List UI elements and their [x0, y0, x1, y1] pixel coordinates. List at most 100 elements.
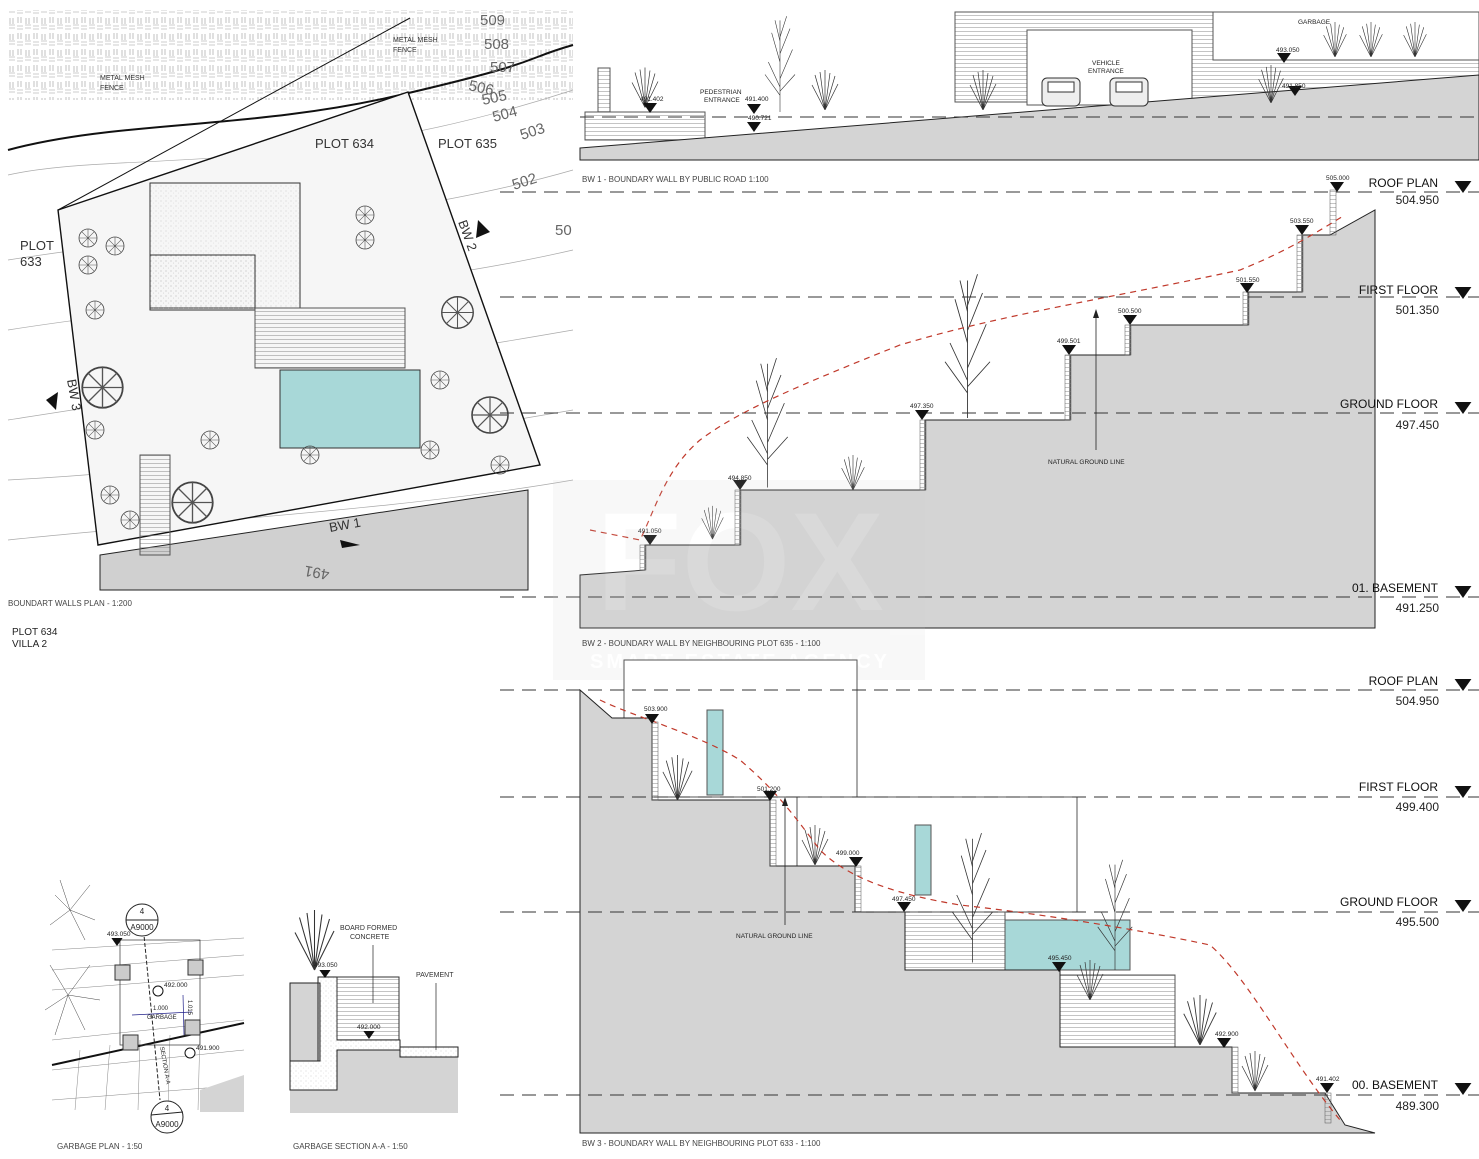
- elevation-marker: 497.450: [892, 896, 916, 912]
- pedestrian-entrance-label: ENTRANCE: [704, 97, 740, 104]
- level-value: 497.450: [1396, 418, 1440, 432]
- boundary-walls-plan: METAL MESH FENCE METAL MESH FENCE PLOT 6…: [7, 10, 574, 650]
- pavement: [399, 1046, 459, 1058]
- public-road: [99, 489, 529, 591]
- elevation-value: 501.550: [1236, 277, 1260, 284]
- concrete-label: BOARD FORMED: [340, 925, 397, 932]
- vehicle-entrance-label: ENTRANCE: [1088, 68, 1124, 75]
- contour-label: 506: [467, 77, 495, 99]
- bw2-elevation: NATURAL GROUND LINE 491.050 494.850 497.…: [500, 175, 1479, 629]
- elevation-marker: 491.050: [638, 528, 662, 545]
- plot-633-label: 633: [20, 254, 42, 269]
- road-fill: [200, 1075, 244, 1112]
- elevation-value: 492.000: [357, 1024, 381, 1031]
- stairs: [139, 454, 171, 556]
- bw3-marker-label: BW 3: [64, 378, 84, 412]
- plan-labels: METAL MESH FENCE METAL MESH FENCE PLOT 6…: [8, 12, 572, 650]
- elevation-value: 493.050: [1276, 47, 1300, 54]
- garbage-area-label: GARBAGE: [147, 1015, 177, 1021]
- natural-ground-label: NATURAL GROUND LINE: [736, 933, 813, 940]
- natural-ground-label: NATURAL GROUND LINE: [1048, 459, 1125, 466]
- elevation-marker: 490.721: [747, 115, 772, 132]
- dimension-width: 1.000: [153, 1006, 169, 1012]
- elevation-value: 493.050: [314, 962, 338, 969]
- elevation-marker: 492.000: [357, 1024, 381, 1039]
- contour-label: 50: [555, 222, 572, 239]
- shrub-plan-icon: [44, 879, 101, 1036]
- elevation-marker: 503.550: [1290, 218, 1314, 235]
- elevation-value: 491.850: [1282, 83, 1306, 90]
- plot-634-label: PLOT 634: [315, 136, 374, 151]
- level-value: 504.950: [1396, 694, 1440, 708]
- level-value: 489.300: [1396, 1099, 1440, 1113]
- watermark-logo: FOX SMART ESTATE AGENCY: [553, 480, 925, 680]
- swimming-pool: [279, 369, 421, 449]
- elevation-value: 491.402: [1316, 1076, 1340, 1083]
- section-ref-number: 4: [165, 1104, 170, 1113]
- level-name: GROUND FLOOR: [1340, 895, 1438, 909]
- planter-wall: [584, 111, 706, 141]
- elevation-value: 495.450: [1048, 955, 1072, 962]
- dimension-line: [182, 994, 185, 1036]
- elevation-marker: 493.050: [107, 931, 131, 946]
- car-icon: [1109, 77, 1149, 107]
- contour-label: 503: [518, 120, 547, 144]
- elevation-value: 491.402: [640, 96, 664, 103]
- soil-fill: [290, 1050, 458, 1113]
- contour-label: 508: [484, 36, 509, 53]
- elevation-marker: 505.000: [1326, 175, 1350, 192]
- bw3-caption: BW 3 - BOUNDARY WALL BY NEIGHBOURING PLO…: [582, 1139, 821, 1148]
- neighbour-hatch: [8, 10, 573, 100]
- bw2-caption: BW 2 - BOUNDARY WALL BY NEIGHBOURING PLO…: [582, 639, 821, 648]
- concrete-label: CONCRETE: [350, 934, 390, 941]
- contour-label: 509: [480, 12, 505, 29]
- fence-line: [7, 44, 574, 151]
- board-formed-face: [336, 976, 400, 1041]
- contour-labels: 509 508 507 506 505 504 503 502 50 491: [303, 12, 572, 583]
- level-value: 491.250: [1396, 601, 1440, 615]
- pool-deck: [254, 307, 406, 369]
- bw1-elevation: PEDESTRIAN ENTRANCE VEHICLE ENTRANCE GAR…: [579, 11, 1479, 184]
- elevation-value: 490.721: [748, 115, 772, 122]
- arrow-icon: [782, 797, 788, 806]
- spot-level-value: 492.000: [164, 982, 188, 989]
- paving-lines: [51, 937, 245, 1111]
- upper-wall: [1212, 11, 1479, 61]
- contour-label: 505: [480, 87, 508, 109]
- level-labels: ROOF PLAN 504.950 FIRST FLOOR 499.400 GR…: [1340, 674, 1472, 1113]
- section-ref-sheet: A9000: [155, 1120, 179, 1129]
- plot-633-label: PLOT: [20, 238, 54, 253]
- fence-label: METAL MESH: [393, 37, 438, 44]
- pavement-label: PAVEMENT: [416, 972, 454, 979]
- svg-text:FOX: FOX: [596, 483, 884, 640]
- section-ref-top: 4 A9000: [125, 903, 159, 937]
- elevation-marker: 499.000: [836, 850, 863, 867]
- bw1-arrow-icon: [340, 540, 360, 548]
- natural-ground-line: [589, 214, 1346, 541]
- elevation-marker: 501.200: [757, 786, 781, 801]
- fence-label: METAL MESH: [100, 75, 145, 82]
- contour-label: 504: [491, 103, 520, 126]
- boundary-line: [51, 1022, 245, 1066]
- bw2-arrow-icon: [476, 220, 490, 238]
- car-icon: [1041, 77, 1081, 107]
- contour-label: 502: [510, 170, 539, 194]
- level-value: 504.950: [1396, 193, 1440, 207]
- level-labels: ROOF PLAN 504.950 FIRST FLOOR 501.350 GR…: [1340, 176, 1472, 615]
- fence-label: FENCE: [393, 47, 417, 54]
- spot-level-icon: [184, 1047, 196, 1059]
- elevation-value: 499.501: [1057, 338, 1081, 345]
- pool-section: [1004, 919, 1131, 971]
- window: [914, 824, 932, 896]
- elevation-value: 491.400: [745, 96, 769, 103]
- dimension-line: [131, 1011, 193, 1016]
- garbage-label: GARBAGE: [1298, 19, 1331, 26]
- elevation-marker: 492.900: [1215, 1031, 1239, 1048]
- house-footprint: [149, 254, 256, 311]
- level-lines: [500, 191, 1479, 598]
- elevation-marker: 491.400: [745, 96, 769, 114]
- plan-caption: BOUNDART WALLS PLAN - 1:200: [8, 599, 132, 608]
- boundary-line: [57, 17, 411, 211]
- section-line: [142, 924, 161, 1101]
- level-lines: [500, 689, 1479, 1096]
